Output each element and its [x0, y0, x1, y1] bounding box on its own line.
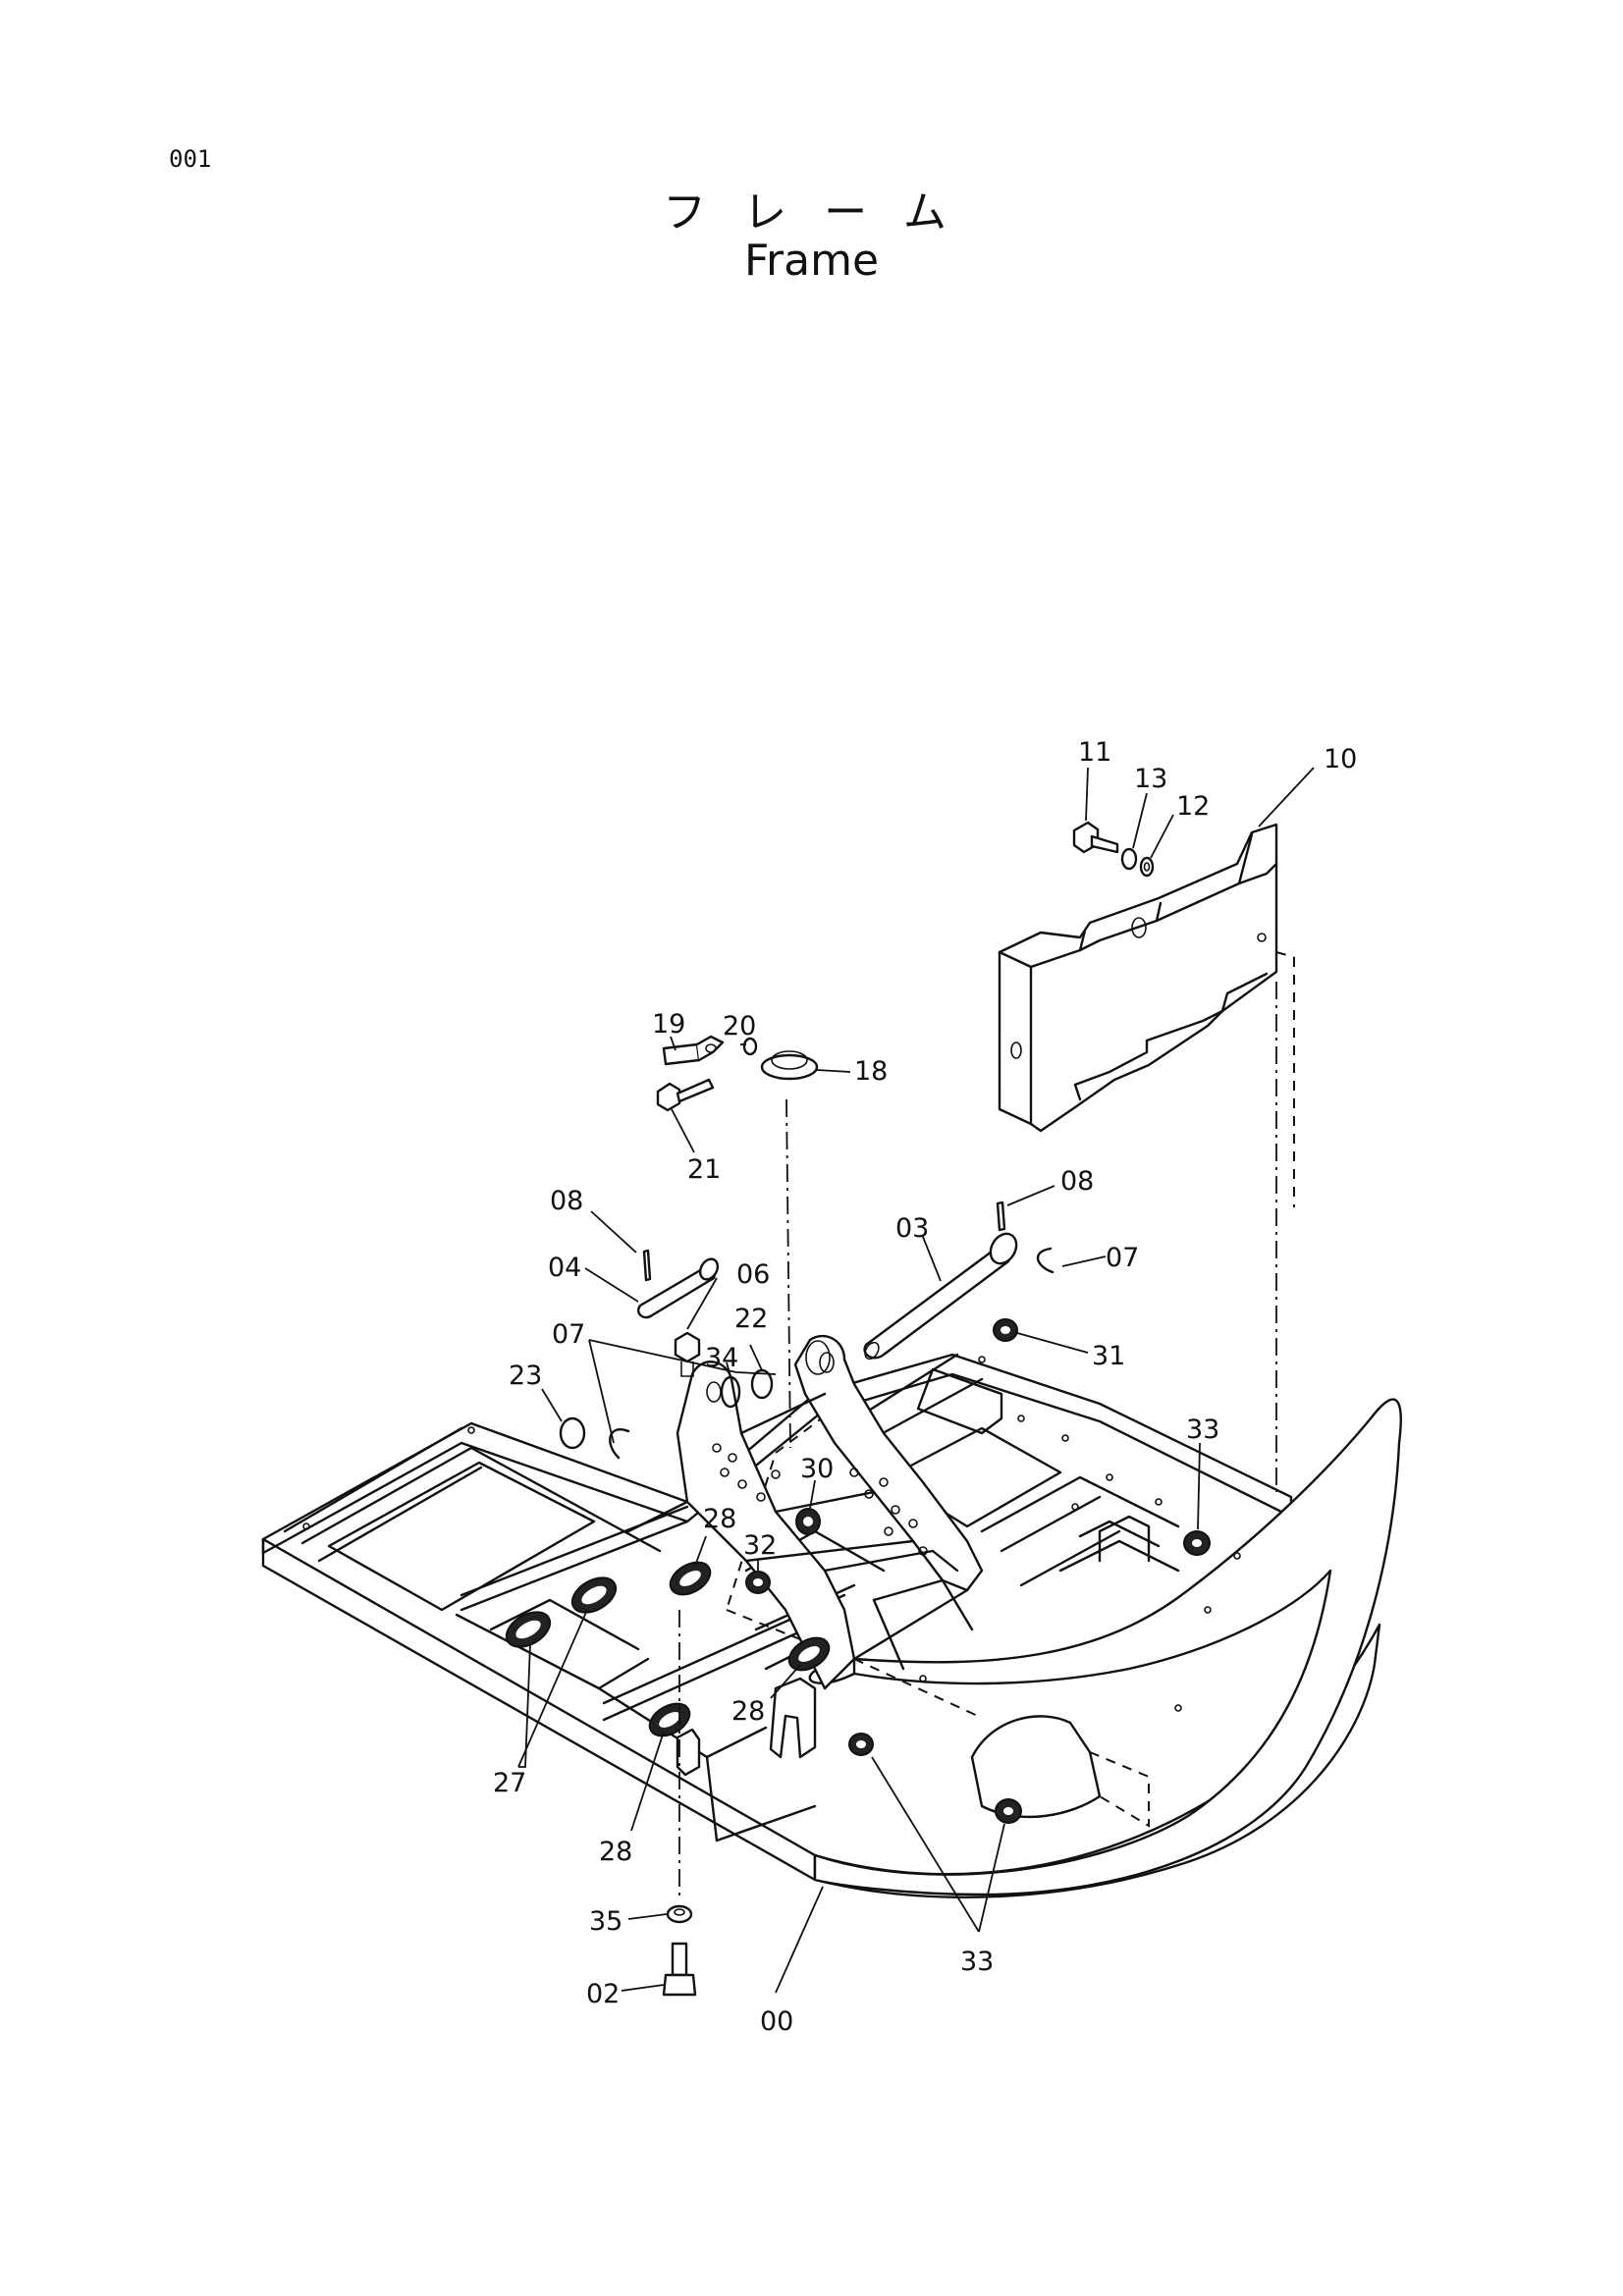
- callout-28-bottom: 28: [599, 1837, 632, 1867]
- washer-13: [1120, 847, 1138, 871]
- callout-28-middle: 28: [731, 1696, 765, 1727]
- callout-33-right: 33: [1186, 1415, 1219, 1445]
- callout-35: 35: [589, 1906, 622, 1937]
- cotter-pin-08a: [642, 1249, 652, 1282]
- callout-03: 03: [895, 1213, 929, 1244]
- page-title: Frame: [743, 236, 880, 286]
- callout-20: 20: [723, 1011, 756, 1041]
- callout-21: 21: [687, 1154, 721, 1185]
- shim-34: [720, 1375, 741, 1409]
- callout-23: 23: [509, 1361, 542, 1391]
- bracket-holes: [712, 1443, 928, 1556]
- pin-03: [863, 1232, 1018, 1361]
- callout-02: 02: [586, 1979, 620, 2009]
- callout-11: 11: [1078, 737, 1111, 768]
- bolt-02: [662, 1942, 697, 1997]
- callout-07-left: 07: [552, 1319, 585, 1350]
- rubber-mount-28b: [787, 1636, 831, 1672]
- bushing-31: [993, 1318, 1018, 1342]
- callout-32: 32: [743, 1530, 777, 1561]
- callout-18: 18: [854, 1056, 888, 1087]
- callout-06: 06: [736, 1259, 770, 1290]
- callout-12: 12: [1176, 791, 1210, 822]
- bushing-32: [745, 1571, 771, 1594]
- callout-08-right: 08: [1060, 1166, 1094, 1197]
- callout-labels: 10 11 13 12 19 20 18 21 08 08 04 06 03 0…: [493, 737, 1357, 2037]
- cap-18: [760, 1050, 819, 1081]
- page-title-japanese: フレーム: [663, 187, 984, 238]
- bolt-21: [656, 1078, 715, 1112]
- callout-07-right: 07: [1106, 1243, 1139, 1273]
- callout-27: 27: [493, 1768, 526, 1798]
- callout-34: 34: [705, 1343, 738, 1373]
- callout-28-top: 28: [703, 1504, 736, 1534]
- callout-13: 13: [1134, 764, 1167, 794]
- callout-10: 10: [1324, 744, 1357, 774]
- callout-33-bottom: 33: [960, 1947, 994, 1977]
- callout-19: 19: [652, 1009, 685, 1040]
- cotter-pin-08b: [996, 1201, 1006, 1232]
- callout-22: 22: [734, 1304, 768, 1334]
- leader-lines: [517, 767, 1315, 1994]
- callout-30: 30: [800, 1454, 834, 1484]
- rubber-mount-27a: [505, 1611, 552, 1648]
- callout-00: 00: [760, 2006, 793, 2037]
- washer-12: [1139, 856, 1155, 878]
- bolt-11: [1072, 821, 1119, 854]
- pin-bracket: [676, 1677, 817, 1777]
- callout-04: 04: [548, 1253, 581, 1283]
- bushing-33a: [1183, 1530, 1211, 1556]
- rubber-mount-27b: [570, 1576, 618, 1614]
- rubber-mount-28a: [669, 1561, 712, 1596]
- bushing-33c: [995, 1798, 1022, 1824]
- bushing-30: [795, 1508, 821, 1535]
- grease-fitting-06: [674, 1331, 701, 1377]
- boom-bracket: [676, 1334, 984, 1690]
- snap-ring-07a: [609, 1428, 630, 1460]
- nut-20: [742, 1037, 758, 1056]
- page-code: 001: [169, 145, 212, 173]
- callout-08-left: 08: [550, 1186, 583, 1216]
- pin-04: [637, 1257, 720, 1319]
- washer-35: [666, 1904, 693, 1924]
- bushing-33b: [848, 1733, 874, 1756]
- counterweight-part: [998, 823, 1295, 1207]
- snap-ring-07b: [1036, 1247, 1055, 1274]
- callout-31: 31: [1092, 1341, 1125, 1371]
- plate-19: [662, 1035, 725, 1066]
- shim-23: [559, 1416, 586, 1450]
